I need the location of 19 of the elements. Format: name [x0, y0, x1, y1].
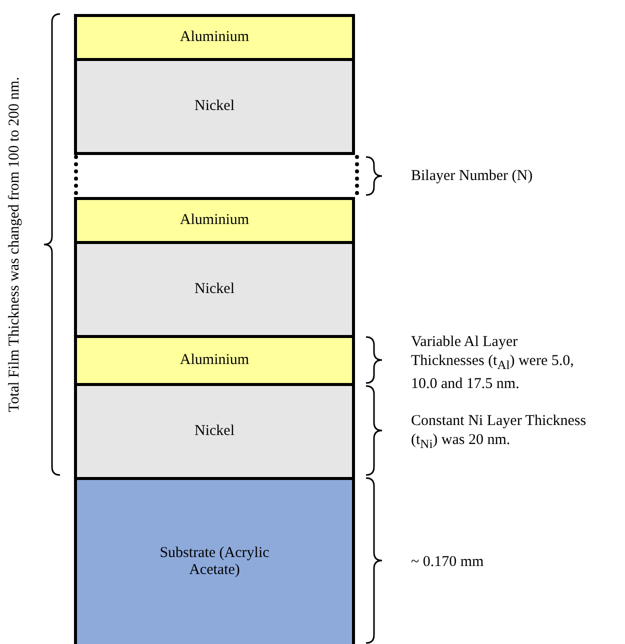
dimension-label: Bilayer Number (N)	[411, 167, 533, 186]
dimension-label: Total Film Thickness was changed from 100 to 200 nm.	[6, 76, 24, 414]
layer-label: Nickel	[194, 423, 234, 440]
nickel-layer	[74, 383, 355, 480]
layer-label: Aluminium	[180, 212, 250, 229]
annotation-text: Variable Al Layer Thicknesses (t$_{Al}$) were 5.0, 10.0 and 17.5 nm.	[411, 333, 575, 394]
aluminium-layer	[74, 197, 355, 244]
layer-label: Substrate (Acrylic Acetate)	[158, 545, 270, 579]
nickel-layer	[74, 58, 355, 155]
dimension-label: ~ 0.170 mm	[411, 553, 484, 572]
nickel-layer	[74, 241, 355, 338]
aluminium-layer	[74, 14, 355, 61]
annotation-text: Constant Ni Layer Thickness (t$_{Ni}$) was 20 nm.	[411, 412, 588, 453]
layer-label: Nickel	[194, 281, 234, 298]
layer-label: Nickel	[194, 98, 234, 115]
layer-label: Aluminium	[180, 29, 250, 46]
aluminium-layer	[74, 335, 355, 386]
layer-label: Aluminium	[180, 352, 250, 369]
substrate-layer	[74, 477, 355, 644]
